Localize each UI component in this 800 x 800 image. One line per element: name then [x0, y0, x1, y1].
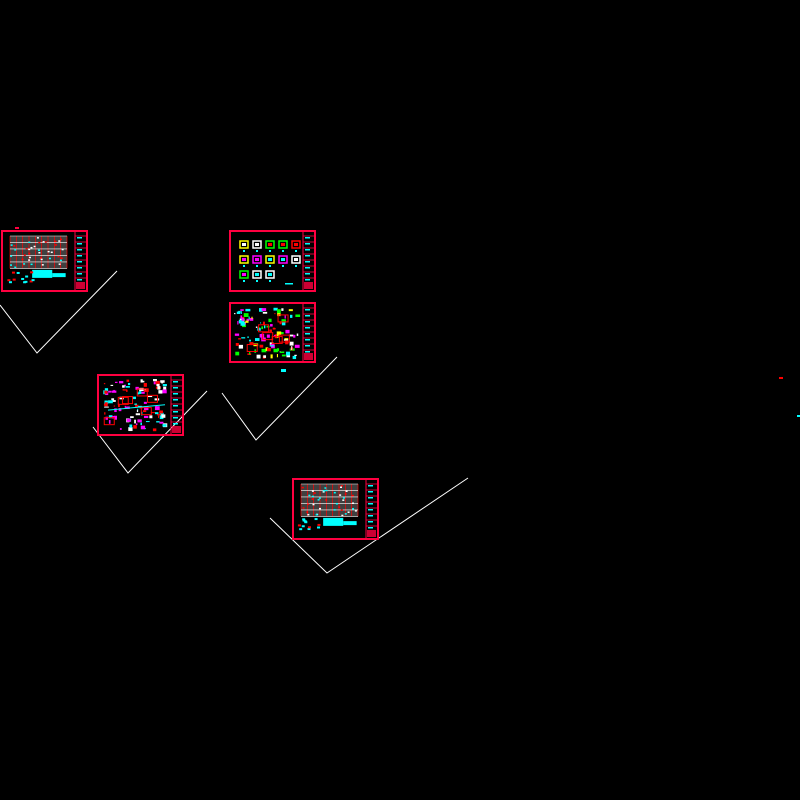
sheet-details-b[interactable]: [229, 302, 316, 363]
title-block: [74, 231, 87, 291]
stray-mark: [281, 369, 286, 372]
title-block: [170, 375, 183, 435]
drawing-content: [297, 483, 359, 531]
sheet-frame: [1, 230, 88, 292]
sheet-frame: [97, 374, 184, 436]
leader-line: [221, 356, 338, 441]
sheet-plan-b[interactable]: [292, 478, 379, 540]
title-block: [365, 479, 378, 539]
sheet-details-a[interactable]: [229, 230, 316, 292]
drawing-content: [103, 379, 168, 432]
sheet-frame: [229, 230, 316, 292]
stray-mark: [15, 227, 19, 229]
leader-line: [0, 270, 118, 354]
sheet-frame: [229, 302, 316, 363]
title-block: [302, 231, 315, 291]
stray-mark: [779, 377, 783, 379]
leader-line: [269, 477, 469, 574]
title-block: [302, 303, 315, 362]
sheet-frame: [292, 478, 379, 540]
leader-lines: [0, 270, 469, 574]
sheet-section[interactable]: [97, 374, 184, 436]
drawing-content: [239, 240, 301, 285]
stray-mark: [797, 415, 800, 417]
drawing-content: [7, 235, 68, 284]
leader-line: [92, 390, 208, 474]
drawing-content: [234, 307, 301, 360]
sheet-plan-grid[interactable]: [1, 230, 88, 292]
